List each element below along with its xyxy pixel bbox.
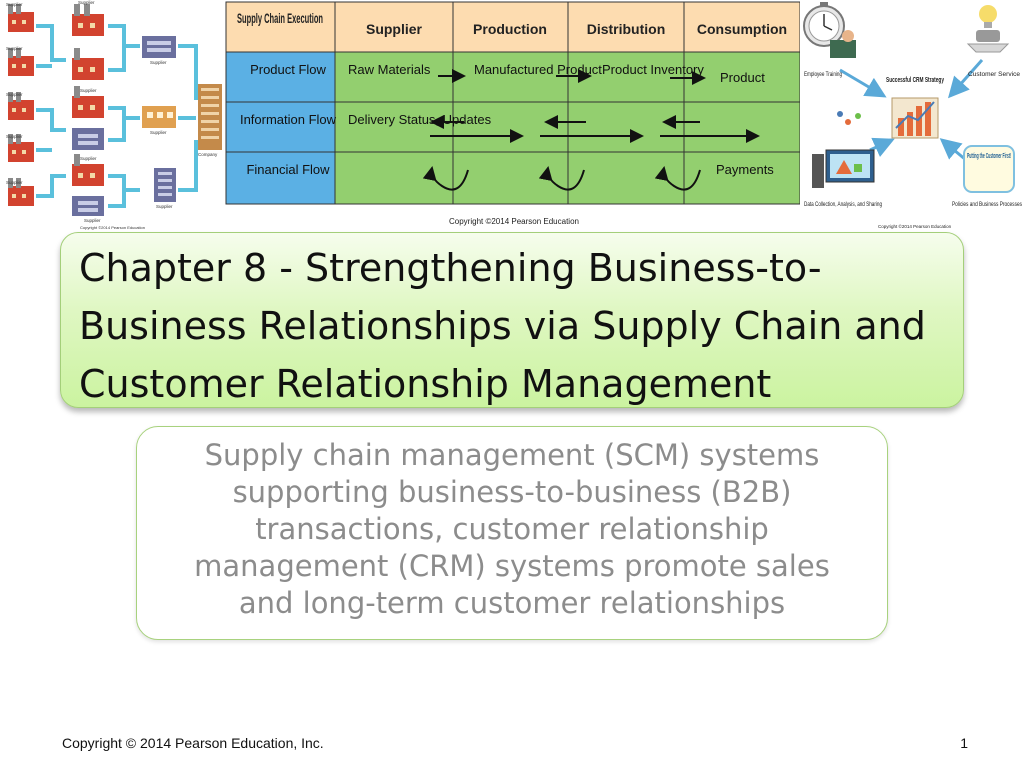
lightbulb-icon — [966, 5, 1010, 53]
supplier-network-diagram: Supplier Supplier Supplier Supplier Supp… — [0, 0, 224, 232]
supplier-network-image: Supplier Supplier Supplier Supplier Supp… — [0, 0, 224, 232]
stopwatch-icon — [803, 2, 856, 58]
header-cell: Supplier — [366, 21, 423, 37]
crm-node-label: Data Collection, Analysis, and Sharing — [804, 201, 882, 208]
slide-title-line: Business Relationships via Supply Chain … — [79, 304, 926, 348]
crm-strategy-diagram: Successful CRM Strategy Puttin — [800, 0, 1024, 232]
supplier-label: Supplier — [150, 130, 167, 135]
row-label: Information Flow — [240, 112, 337, 127]
footer-copyright: Copyright © 2014 Pearson Education, Inc. — [62, 735, 324, 751]
slide-subtitle-line: management (CRM) systems promote sales — [194, 549, 830, 583]
supplier-label: Supplier — [80, 156, 97, 161]
image-copyright: Copyright ©2014 Pearson Education — [449, 217, 579, 226]
row-label: Product Flow — [250, 62, 326, 77]
cell-manufactured-product: Manufactured Product — [474, 62, 602, 77]
header-cell: Production — [473, 21, 547, 37]
cell-product: Product — [720, 70, 765, 85]
slide-subtitle-line: and long-term customer relationships — [238, 586, 786, 620]
supplier-label: Supplier — [6, 46, 23, 51]
customer-first-sign-icon: Putting the Customer First! — [963, 145, 1015, 193]
slide-title: Chapter 8 - Strengthening Business-to- B… — [79, 239, 955, 413]
supply-chain-table-image: Supply Chain Execution Supplier Producti… — [224, 0, 800, 232]
supplier-label: Supplier — [80, 88, 97, 93]
crm-node-label: Policies and Business Processes — [952, 201, 1023, 208]
image-copyright: Copyright ©2014 Pearson Education — [80, 225, 145, 230]
subtitle-box: Supply chain management (SCM) systems su… — [136, 426, 888, 640]
supply-chain-table: Supply Chain Execution Supplier Producti… — [224, 0, 800, 232]
header-cell: Consumption — [697, 21, 787, 37]
cell-product-inventory: Product Inventory — [602, 62, 704, 77]
title-box: Chapter 8 - Strengthening Business-to- B… — [60, 232, 964, 408]
slide-subtitle: Supply chain management (SCM) systems su… — [151, 437, 873, 622]
slide-title-line: Chapter 8 - Strengthening Business-to- — [79, 246, 822, 290]
header-cell: Distribution — [587, 21, 666, 37]
slide-number: 1 — [960, 735, 968, 751]
header-cell: Supply Chain Execution — [237, 10, 323, 26]
supplier-label: Supplier — [156, 204, 173, 209]
cell-payments: Payments — [716, 162, 774, 177]
customer-first-label: Putting the Customer First! — [967, 153, 1011, 160]
cell-delivery-status: Delivery Status, Updates — [348, 112, 492, 127]
supplier-label: Supplier — [6, 92, 23, 97]
crm-node-label: Customer Service — [968, 71, 1020, 78]
supplier-label: Supplier — [6, 134, 23, 139]
monitor-icon — [812, 111, 875, 188]
supplier-label: Supplier — [78, 0, 95, 5]
supplier-label: Supplier — [150, 60, 167, 65]
image-copyright: Copyright ©2014 Pearson Education — [878, 223, 952, 229]
slide-subtitle-line: Supply chain management (SCM) systems — [204, 438, 820, 472]
supplier-label: Supplier — [84, 218, 101, 223]
supplier-label: Supplier — [6, 2, 23, 7]
supplier-label: Supplier — [6, 180, 23, 185]
crm-center-box: Successful CRM Strategy — [884, 74, 946, 144]
cell-raw-materials: Raw Materials — [348, 62, 431, 77]
slide-subtitle-line: transactions, customer relationship — [255, 512, 769, 546]
slide-subtitle-line: supporting business-to-business (B2B) — [232, 475, 792, 509]
row-label: Financial Flow — [246, 162, 330, 177]
crm-strategy-image: Successful CRM Strategy Puttin — [800, 0, 1024, 232]
slide-title-line: Customer Relationship Management — [79, 362, 772, 406]
crm-center-label: Successful CRM Strategy — [886, 75, 945, 84]
crm-node-label: Employee Training — [804, 71, 842, 78]
company-label: Company — [198, 152, 218, 157]
